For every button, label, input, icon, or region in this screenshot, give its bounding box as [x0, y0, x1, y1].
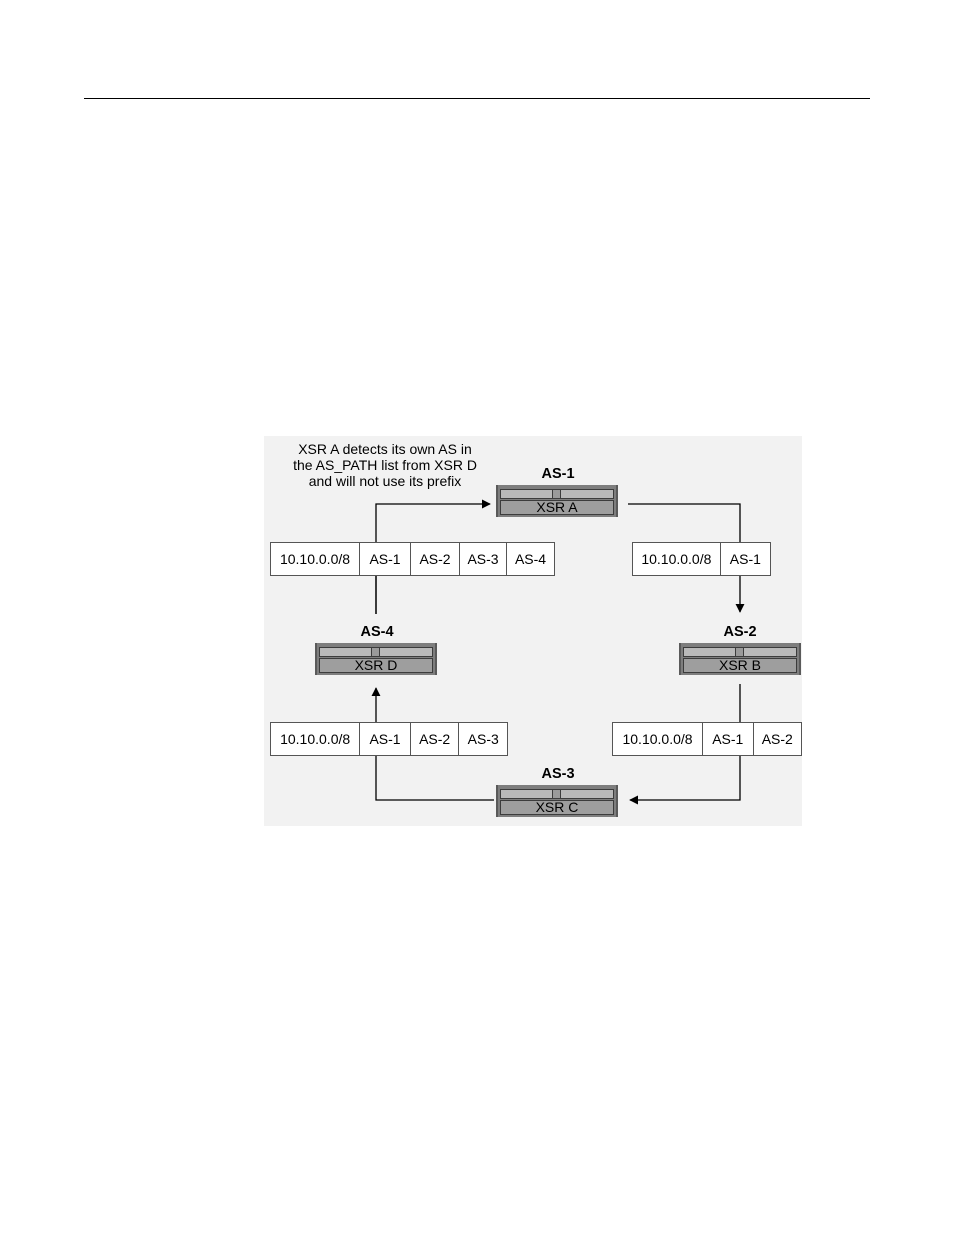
as-cell: AS-2 [753, 723, 801, 755]
note-line-3: and will not use its prefix [270, 473, 500, 489]
as-path-b-to-c: 10.10.0.0/8 AS-1 AS-2 [612, 722, 802, 756]
prefix-cell: 10.10.0.0/8 [271, 723, 359, 755]
as-cell: AS-1 [720, 543, 770, 575]
note-line-2: the AS_PATH list from XSR D [270, 457, 500, 473]
as-label-c: AS-3 [518, 766, 598, 782]
router-xsr-a: XSR A [496, 485, 618, 517]
prefix-cell: 10.10.0.0/8 [633, 543, 720, 575]
as-cell: AS-3 [459, 543, 506, 575]
note-line-1: XSR A detects its own AS in [270, 441, 500, 457]
router-name-b: XSR B [683, 658, 797, 673]
as-cell: AS-3 [458, 723, 507, 755]
as-cell: AS-1 [359, 543, 410, 575]
as-cell: AS-1 [359, 723, 410, 755]
as-path-d-to-a: 10.10.0.0/8 AS-1 AS-2 AS-3 AS-4 [270, 542, 555, 576]
as-path-a-to-b: 10.10.0.0/8 AS-1 [632, 542, 771, 576]
as-label-b: AS-2 [700, 624, 780, 640]
as-cell: AS-1 [702, 723, 752, 755]
router-name-c: XSR C [500, 800, 614, 815]
router-xsr-d: XSR D [315, 643, 437, 675]
router-name-a: XSR A [500, 500, 614, 515]
as-label-d: AS-4 [337, 624, 417, 640]
as-label-a: AS-1 [518, 466, 598, 482]
router-name-d: XSR D [319, 658, 433, 673]
prefix-cell: 10.10.0.0/8 [271, 543, 359, 575]
as-cell: AS-4 [506, 543, 554, 575]
loop-detection-note: XSR A detects its own AS in the AS_PATH … [270, 441, 500, 489]
as-path-c-to-d: 10.10.0.0/8 AS-1 AS-2 AS-3 [270, 722, 508, 756]
router-xsr-b: XSR B [679, 643, 801, 675]
router-xsr-c: XSR C [496, 785, 618, 817]
prefix-cell: 10.10.0.0/8 [613, 723, 702, 755]
as-cell: AS-2 [410, 543, 459, 575]
as-cell: AS-2 [410, 723, 459, 755]
